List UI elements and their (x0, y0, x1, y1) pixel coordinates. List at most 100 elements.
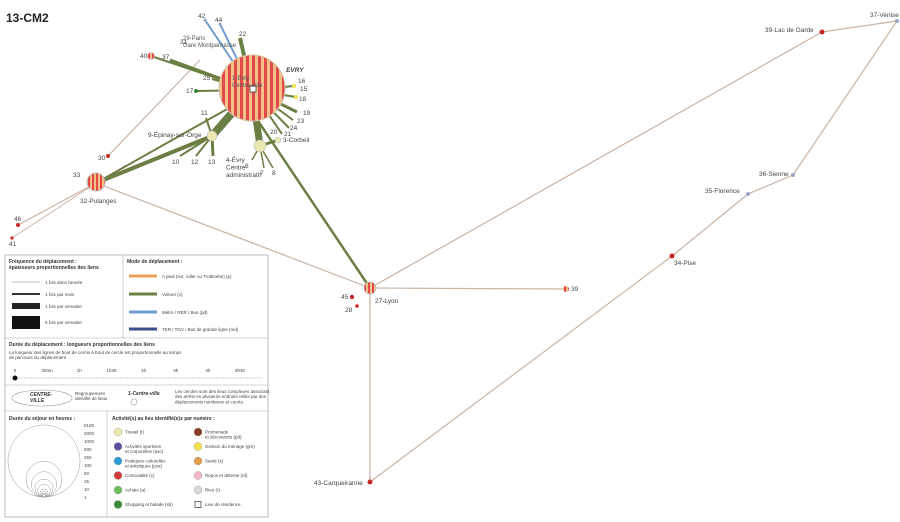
legend-activity-label: Convivialité (c) (125, 473, 155, 478)
link-lac-garde-venise (821, 20, 898, 33)
node-18 (294, 95, 298, 99)
label-44: 44 (215, 17, 223, 24)
legend-centre-ville-note: Les cercles sont des lieux complexes ass… (175, 389, 270, 404)
legend-stay-value: 250 (84, 455, 92, 460)
label-corbeil: 3-Corbeil (283, 137, 310, 144)
label-46: 46 (14, 216, 22, 223)
legend-activity-title: Activité(s) au lieu identifié(e)s par nu… (112, 416, 215, 422)
label-evry: EVRY (286, 67, 304, 74)
label-carqueiranne: 43-Carqueiranne (314, 480, 363, 487)
legend-activity-label: Achats (a) (125, 488, 146, 493)
link-evry-pulanges (95, 94, 253, 184)
legend-freq-4: 5 fois par semaine (45, 320, 82, 325)
legend-activity-swatch (113, 456, 123, 466)
node-45 (349, 294, 355, 300)
label-19: 19 (303, 110, 311, 117)
legend-stay-value: 25 (84, 479, 90, 484)
legend-duration-title: Durée du déplacement : longueurs proport… (9, 342, 155, 348)
legend: Fréquence du déplacement :épaisseurs pro… (4, 254, 270, 518)
legend-mode-1: A pied (sur, roller ou Trottinette) (p) (162, 274, 232, 279)
link-sienne-florence (747, 174, 794, 195)
label-25: 25 (203, 75, 211, 82)
legend-activity-swatch (113, 442, 123, 451)
node-44 (218, 22, 222, 26)
node-lac-garde (819, 29, 825, 35)
legend-stay-circle (42, 493, 46, 498)
legend-mode-3: Métro / RER / Bus (pd) (162, 310, 208, 315)
legend-stay-value: 1 (84, 495, 87, 500)
node-evry-admin (253, 139, 267, 153)
label-8: 8 (272, 170, 276, 177)
legend-activity-label: Shopping et balade (sb) (125, 502, 173, 507)
node-pise (669, 253, 675, 259)
legend-mode-title: Mode de déplacement : (127, 259, 183, 265)
diagram-title: 13-CM2 (6, 11, 49, 25)
nodes (10, 18, 899, 485)
label-28: 28 (345, 307, 353, 314)
legend-activity-swatch (193, 427, 203, 437)
legend-activity-swatch (113, 427, 123, 437)
link-pulanges-46 (17, 182, 97, 226)
legend-activity-label: Rien (r) (205, 488, 221, 493)
legend-duration-tick: 2h (141, 368, 147, 373)
legend-activity-swatch (113, 500, 123, 509)
label-17: 17 (186, 88, 194, 95)
node-42 (203, 18, 207, 22)
label-sienne: 36-Sienne (759, 171, 789, 178)
label-15: 15 (300, 86, 308, 93)
legend-duration-tick: 1h (77, 368, 83, 373)
link-florence-pise (671, 193, 749, 257)
legend-stay-value: 1000 (84, 439, 95, 444)
link-lyon-lac-garde (369, 31, 823, 289)
legend-freq-3: 1 fois par semaine (45, 304, 82, 309)
legend-stay-value: 100 (84, 463, 92, 468)
legend-activity-swatch (193, 456, 203, 466)
label-41: 41 (9, 241, 17, 248)
label-24: 24 (290, 125, 298, 132)
label-22: 22 (239, 31, 247, 38)
node-39 (563, 286, 569, 292)
legend-activity-label: Santé (s) (205, 459, 224, 464)
label-pise: 34-Pise (674, 260, 696, 267)
label-42: 42 (198, 13, 206, 20)
label-epinay: 9-Épinay-sur-Orge (148, 130, 202, 139)
link-pulanges-lyon (95, 182, 371, 289)
label-31: 31 (180, 39, 188, 46)
legend-activity-label: Lieu de résidence (205, 502, 241, 507)
legend-stay-value: 2000 (84, 431, 95, 436)
legend-duration-tick: 3h (173, 368, 179, 373)
node-lyon (363, 281, 377, 295)
node-17 (194, 89, 198, 93)
legend-duration-tick: 5h30 (235, 368, 246, 373)
legend-frame (4, 254, 269, 518)
legend-stay-value: 10 (84, 487, 90, 492)
node-28 (355, 304, 359, 308)
legend-activity-swatch (193, 485, 203, 495)
legend-stay-value: 500 (84, 447, 92, 452)
label-7: 7 (260, 170, 264, 177)
label-6: 6 (245, 163, 249, 170)
legend-activity-swatch (193, 442, 203, 451)
legend-activity-label: Repos et détente (rd) (205, 473, 248, 478)
label-10: 10 (172, 159, 180, 166)
link-epinay-pulanges (95, 134, 213, 185)
node-corbeil (274, 136, 282, 144)
legend-duration-tick: 0 (14, 368, 17, 373)
legend-activity-label: Gestion du ménage (gm) (205, 444, 255, 449)
legend-freq-title: Fréquence du déplacement :épaisseurs pro… (9, 259, 99, 271)
legend-activity-label: Travail (t) (125, 430, 144, 435)
link-lyon-39 (369, 287, 566, 290)
label-16: 16 (298, 78, 306, 85)
legend-freq-2: 1 fois par mois (45, 292, 75, 297)
legend-stay-title: Durée du séjour en heures : (9, 416, 75, 422)
legend-activity-swatch (193, 471, 203, 480)
